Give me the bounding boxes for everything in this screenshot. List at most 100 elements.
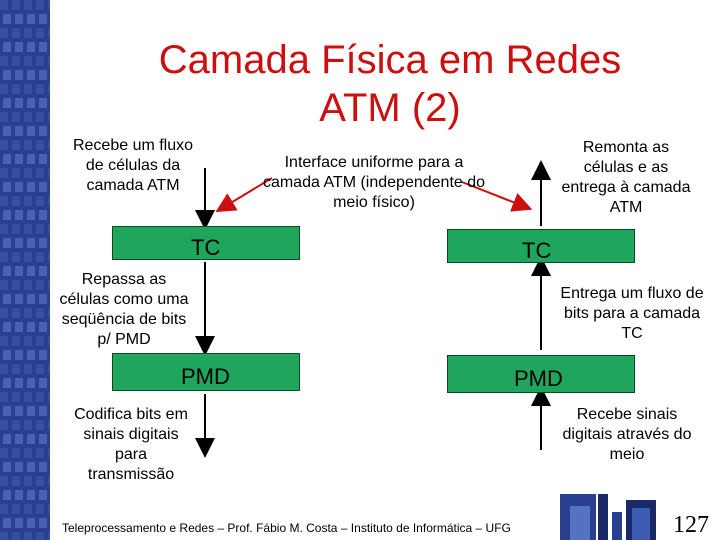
strip-tile <box>12 112 20 122</box>
strip-tile <box>36 364 44 374</box>
strip-tile <box>12 84 20 94</box>
strip-tile <box>48 56 50 66</box>
strip-tile <box>12 56 20 66</box>
strip-tile <box>36 112 44 122</box>
strip-tile <box>24 392 32 402</box>
strip-tile <box>36 392 44 402</box>
right-top-text: Remonta as células e as entrega à camada… <box>561 139 691 216</box>
strip-tile <box>27 322 35 332</box>
strip-tile <box>0 448 8 458</box>
strip-tile <box>48 448 50 458</box>
strip-tile <box>36 308 44 318</box>
strip-tile <box>36 252 44 262</box>
slide-title-line1: Camada Física em Redes <box>158 38 622 82</box>
strip-tile <box>48 140 50 150</box>
strip-tile <box>15 322 23 332</box>
strip-tile <box>39 434 47 444</box>
strip-tile <box>15 238 23 248</box>
center-interface-text: Interface uniforme para a camada ATM (in… <box>262 154 486 211</box>
strip-tile <box>24 112 32 122</box>
strip-tile <box>3 378 11 388</box>
right-bottom-text: Recebe sinais digitais através do meio <box>562 406 692 463</box>
strip-tile <box>12 504 20 514</box>
strip-tile <box>0 504 8 514</box>
strip-tile <box>39 350 47 360</box>
strip-tile <box>0 392 8 402</box>
strip-tile <box>48 392 50 402</box>
strip-tile <box>15 434 23 444</box>
strip-tile <box>12 252 20 262</box>
strip-tile <box>39 266 47 276</box>
strip-tile <box>27 266 35 276</box>
strip-tile <box>27 42 35 52</box>
strip-tile <box>48 168 50 178</box>
strip-tile <box>12 0 20 10</box>
strip-tile <box>3 518 11 528</box>
strip-tile <box>48 28 50 38</box>
strip-tile <box>0 336 8 346</box>
strip-tile <box>3 490 11 500</box>
strip-tile <box>24 140 32 150</box>
page-number: 127 <box>673 512 709 538</box>
strip-tile <box>24 28 32 38</box>
strip-tile <box>3 350 11 360</box>
footer-text: Teleprocessamento e Redes – Prof. Fábio … <box>62 521 511 535</box>
strip-tile <box>39 294 47 304</box>
strip-tile <box>0 168 8 178</box>
strip-tile <box>24 420 32 430</box>
strip-tile <box>39 42 47 52</box>
strip-tile <box>0 308 8 318</box>
strip-tile <box>24 364 32 374</box>
strip-tile <box>15 378 23 388</box>
strip-tile <box>15 294 23 304</box>
left-bottom-text: Codifica bits em sinais digitais para tr… <box>74 406 188 483</box>
strip-tile <box>36 448 44 458</box>
strip-tile <box>27 126 35 136</box>
strip-tile <box>0 252 8 262</box>
strip-tile <box>39 210 47 220</box>
left-pmd-box: PMD <box>112 353 300 391</box>
strip-tile <box>0 280 8 290</box>
strip-tile <box>15 14 23 24</box>
strip-tile <box>15 182 23 192</box>
strip-tile <box>12 392 20 402</box>
right-tc-label: TC <box>522 238 552 263</box>
strip-tile <box>24 504 32 514</box>
strip-tile <box>12 476 20 486</box>
strip-tile <box>0 56 8 66</box>
left-mid-text: Repassa as células como uma seqüência de… <box>59 271 189 348</box>
strip-tile <box>0 364 8 374</box>
strip-tile <box>12 336 20 346</box>
strip-tile <box>39 378 47 388</box>
strip-tile <box>15 518 23 528</box>
red-arrow-to-left-tc <box>215 177 273 213</box>
strip-tile <box>0 532 8 540</box>
strip-tile <box>3 98 11 108</box>
strip-tile <box>27 154 35 164</box>
strip-tile <box>24 0 32 10</box>
strip-tile <box>24 532 32 540</box>
strip-tile <box>36 224 44 234</box>
left-top-text: Recebe um fluxo de células da camada ATM <box>72 137 194 194</box>
strip-tile <box>24 252 32 262</box>
strip-tile <box>39 126 47 136</box>
strip-tile <box>15 42 23 52</box>
strip-tile <box>48 252 50 262</box>
strip-tile <box>48 224 50 234</box>
strip-tile <box>39 182 47 192</box>
strip-tile <box>12 532 20 540</box>
strip-tile <box>24 84 32 94</box>
strip-tile <box>48 280 50 290</box>
strip-tile <box>12 28 20 38</box>
strip-tile <box>24 196 32 206</box>
strip-tile <box>3 70 11 80</box>
strip-tile <box>3 406 11 416</box>
strip-tile <box>48 364 50 374</box>
strip-tile <box>27 350 35 360</box>
left-tc-box: TC <box>112 226 300 260</box>
strip-tile <box>27 434 35 444</box>
strip-tile <box>0 224 8 234</box>
strip-tile <box>27 98 35 108</box>
strip-tile <box>27 70 35 80</box>
strip-tile <box>0 0 8 10</box>
